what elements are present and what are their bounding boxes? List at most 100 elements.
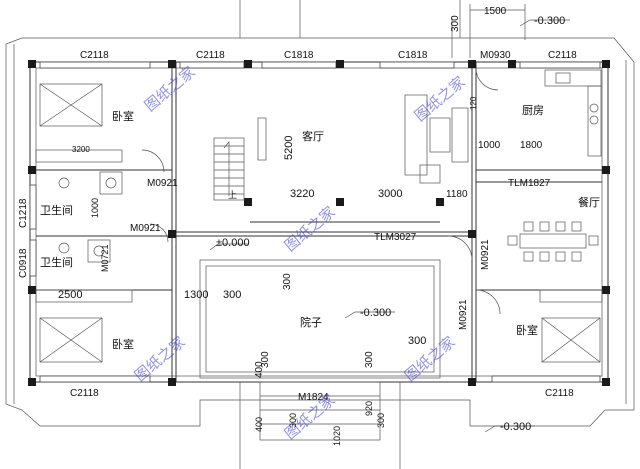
label-tlm1827: TLM1827 [508, 178, 551, 189]
watermark: 图纸之家 [131, 333, 189, 385]
column [28, 166, 36, 174]
basin-icon [105, 177, 117, 189]
dim-3220: 3220 [290, 188, 314, 200]
dim-300-c: 300 [408, 335, 426, 347]
toilet-icon [58, 242, 70, 254]
label-c2118-br: C2118 [545, 388, 574, 399]
column [468, 60, 476, 68]
basin-icon [93, 245, 105, 257]
label-m0921-d: M0921 [458, 299, 469, 330]
dim-1000-a: 1000 [478, 140, 501, 151]
wardrobe-icon [35, 289, 133, 303]
tv-cabinet-icon [257, 117, 267, 161]
label-c1818-b: C1818 [398, 50, 428, 61]
sofa-icon [404, 94, 428, 176]
window-c0918 [29, 239, 37, 277]
kitchen-counter [587, 85, 602, 157]
column [602, 166, 610, 174]
dim-300-e: 300 [364, 351, 375, 368]
window-c2118-bl [39, 375, 151, 383]
dim-300-f: 300 [288, 413, 298, 428]
column [508, 60, 516, 68]
room-living: 客厅 [302, 129, 324, 143]
dim-1800: 1800 [520, 140, 543, 151]
dim-300-b: 300 [282, 273, 293, 290]
label-c2118-tr: C2118 [548, 50, 577, 61]
stair-up-label: 上 [228, 190, 237, 200]
level-bottom-right: -0.300 [500, 421, 531, 433]
dim-400: 400 [254, 361, 265, 378]
front-steps [259, 381, 381, 441]
dim-2500: 2500 [58, 289, 82, 301]
column [28, 286, 36, 294]
column [244, 198, 252, 206]
dining-table [519, 233, 587, 249]
level-marker [344, 311, 395, 319]
dim-300-d: 300 [260, 351, 271, 368]
bed-icon [39, 83, 103, 127]
column [336, 60, 344, 68]
toilet-icon [58, 177, 70, 189]
armchair-icon [419, 164, 441, 184]
room-bedroom-tl: 卧室 [112, 109, 134, 123]
window-c1818-a [261, 61, 337, 69]
column [168, 378, 176, 386]
room-kitchen: 厨房 [522, 104, 544, 117]
eave-outline [5, 37, 635, 427]
room-bath-b: 卫生间 [40, 255, 73, 269]
label-m0921-b: M0921 [130, 223, 161, 234]
column [336, 198, 344, 206]
dim-1020: 1020 [332, 426, 342, 446]
watermark: 图纸之家 [281, 203, 339, 255]
dim-3000: 3000 [378, 188, 402, 200]
room-courtyard: 院子 [300, 315, 322, 329]
level-marker [519, 19, 570, 27]
sink-icon [555, 72, 571, 84]
courtyard-outline [199, 259, 441, 379]
door-swing [447, 235, 473, 261]
bed-icon [541, 317, 601, 363]
dim-5200: 5200 [283, 136, 295, 160]
kitchen-counter [544, 69, 602, 87]
room-bedroom-br: 卧室 [516, 323, 538, 337]
window-c2118-tr [519, 61, 601, 69]
label-m0921-a: M0921 [147, 178, 178, 189]
room-bath-a: 卫生间 [40, 203, 73, 217]
column [168, 60, 176, 68]
column [244, 60, 252, 68]
column [28, 60, 36, 68]
label-m0930: M0930 [480, 50, 511, 61]
label-c0918: C0918 [18, 248, 29, 278]
label-c2118-bl: C2118 [70, 388, 99, 399]
label-m1824: M1824 [298, 392, 329, 403]
label-c1218: C1218 [18, 198, 29, 228]
level-main: ±0.000 [216, 237, 250, 249]
column [168, 230, 176, 238]
dim-1000-b: 1000 [90, 198, 100, 218]
wardrobe-icon [35, 149, 123, 163]
stove-icon [589, 103, 599, 113]
window-c1218 [29, 184, 37, 230]
dim-top-300: 300 [450, 15, 461, 32]
level-marker [484, 425, 535, 433]
basin-icon [87, 239, 111, 263]
dim-1300: 1300 [184, 289, 208, 301]
label-m0921-c: M0921 [480, 239, 491, 270]
dim-1180: 1180 [446, 189, 468, 200]
watermark: 图纸之家 [411, 73, 469, 125]
column [602, 60, 610, 68]
column [602, 378, 610, 386]
courtyard-inner [205, 265, 435, 373]
column [436, 198, 444, 206]
bed-icon [39, 83, 103, 127]
window-c2118-tl [39, 61, 151, 69]
column [28, 378, 36, 386]
door-swing [149, 223, 169, 243]
door-swing [475, 289, 501, 315]
label-tlm3027: TLM3027 [374, 232, 417, 243]
dim-120: 120 [469, 96, 478, 110]
level-top-right: -0.300 [534, 15, 565, 27]
level-marker [209, 243, 248, 251]
column [602, 286, 610, 294]
